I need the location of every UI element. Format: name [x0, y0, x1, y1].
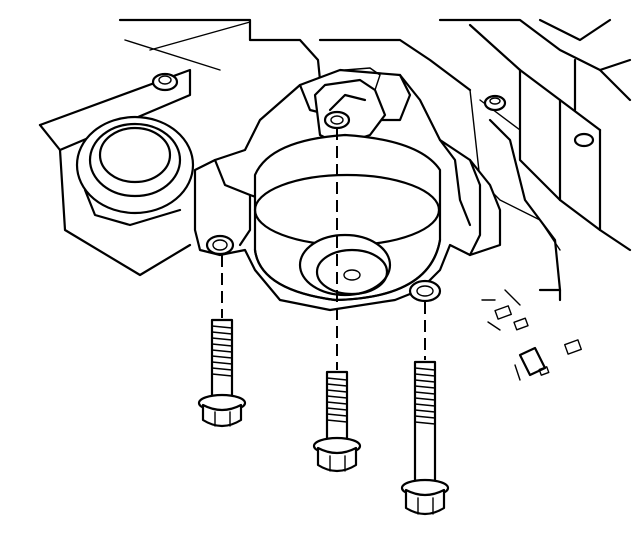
housing-marks — [481, 299, 582, 381]
bolt-right — [400, 360, 450, 516]
bolt-left — [197, 318, 247, 428]
transmission-housing — [38, 18, 632, 306]
left-bolt-hole — [205, 234, 235, 256]
bolt-holes — [205, 110, 442, 303]
top-bolt-hole — [323, 110, 351, 130]
right-bolt-hole — [408, 279, 442, 303]
mount-cylinder — [253, 133, 442, 302]
housing-bore — [75, 115, 195, 227]
bolt-center — [312, 370, 362, 473]
alignment-lines — [221, 128, 426, 370]
